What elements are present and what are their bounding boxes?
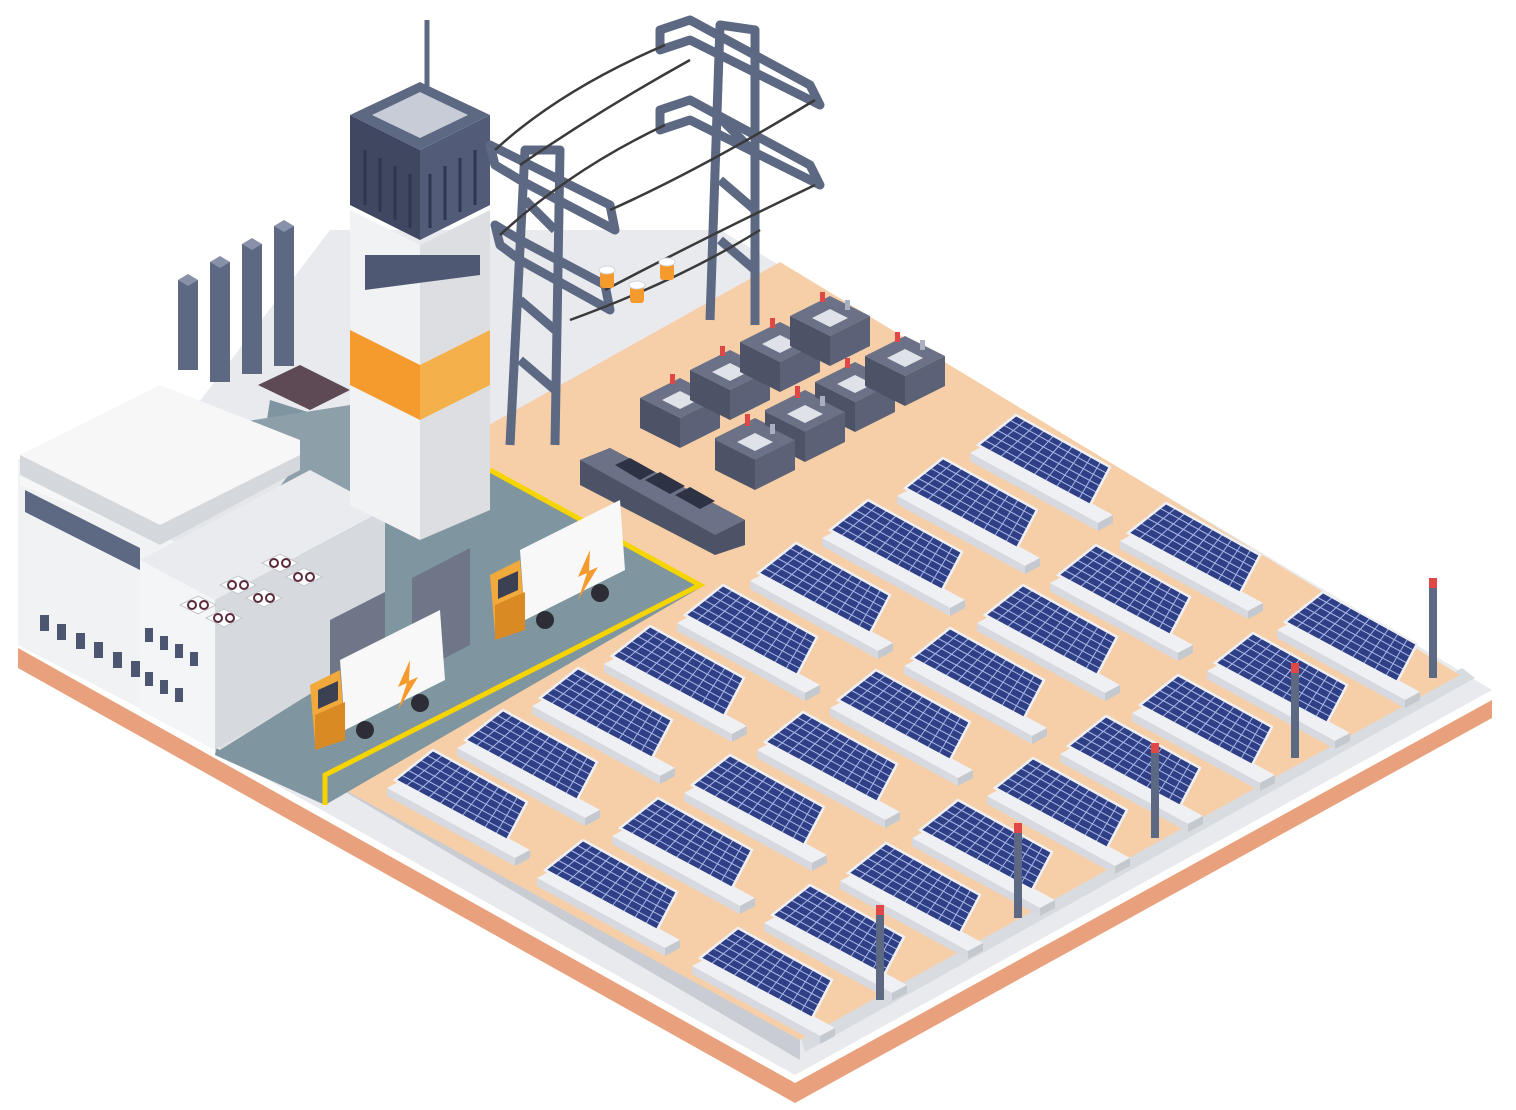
solar-panel-icon bbox=[904, 626, 1047, 744]
solar-panel-icon bbox=[840, 841, 983, 959]
fence-post-icon bbox=[1014, 823, 1022, 918]
solar-panel-icon bbox=[1132, 673, 1275, 791]
main-building bbox=[18, 385, 470, 750]
solar-panel-icon bbox=[1277, 590, 1420, 708]
solar-panel-icon bbox=[457, 708, 600, 826]
truck-icon bbox=[490, 500, 625, 640]
solar-panel-icon bbox=[970, 413, 1113, 531]
battery-unit-icon bbox=[715, 416, 795, 490]
battery-unit-icon bbox=[790, 292, 870, 366]
lightning-bolt-icon bbox=[398, 660, 418, 710]
solar-panel-icon bbox=[1207, 631, 1350, 749]
cooling-tower-icon bbox=[350, 20, 490, 540]
insulators bbox=[598, 257, 676, 303]
fence-post-icon bbox=[876, 905, 884, 1000]
solar-panel-icon bbox=[604, 624, 747, 742]
solar-panel-icon bbox=[387, 748, 530, 866]
rooftop-fans bbox=[178, 553, 324, 628]
solar-panel-icon bbox=[897, 456, 1040, 574]
solar-panel-icon bbox=[677, 583, 820, 701]
solar-panel-icon bbox=[764, 883, 907, 1001]
inverter-rack bbox=[580, 448, 745, 555]
solar-panel-icon bbox=[612, 796, 755, 914]
fence-post-icon bbox=[1151, 743, 1159, 838]
fence-posts bbox=[876, 578, 1437, 1000]
truck-icon bbox=[310, 610, 445, 750]
fence-post-icon bbox=[1291, 663, 1299, 758]
battery-unit-icon bbox=[640, 374, 720, 448]
solar-panel-icon bbox=[750, 541, 893, 659]
solar-panel-icon bbox=[1120, 501, 1263, 619]
solar-panel-icon bbox=[692, 926, 835, 1044]
solar-panel-icon bbox=[532, 666, 675, 784]
battery-units bbox=[640, 292, 945, 490]
solar-panel-array bbox=[387, 413, 1420, 1044]
chimney-icon bbox=[178, 220, 350, 410]
battery-unit-icon bbox=[865, 332, 945, 406]
solar-panel-icon bbox=[822, 498, 965, 616]
solar-panel-icon bbox=[977, 583, 1120, 701]
solar-panel-icon bbox=[1050, 543, 1193, 661]
solar-panel-icon bbox=[987, 756, 1130, 874]
solar-panel-icon bbox=[537, 838, 680, 956]
solar-panel-icon bbox=[684, 753, 827, 871]
fence-post-icon bbox=[1429, 578, 1437, 678]
solar-panel-icon bbox=[830, 668, 973, 786]
lightning-bolt-icon bbox=[578, 550, 598, 600]
solar-panel-icon bbox=[757, 710, 900, 828]
